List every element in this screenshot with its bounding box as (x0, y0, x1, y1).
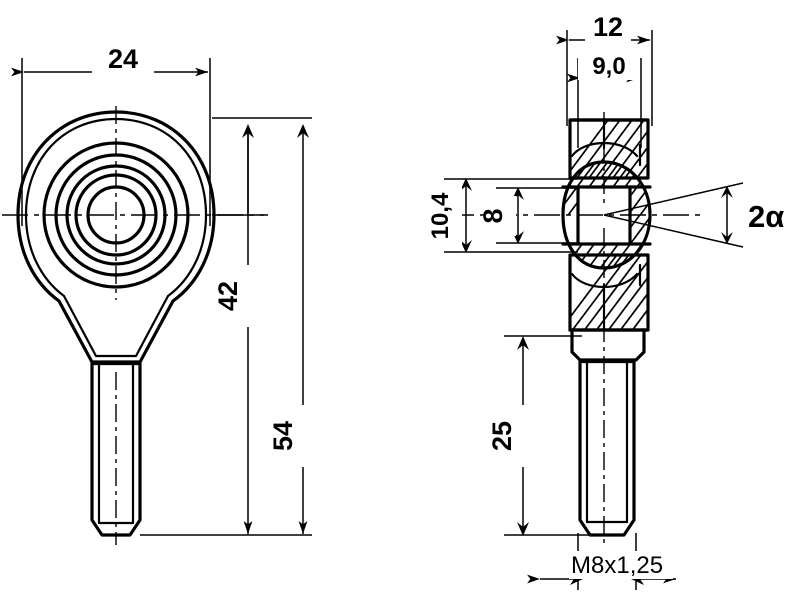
dimension-54: 54 (212, 117, 312, 534)
dim-text-bg-24 (92, 44, 154, 74)
dim-label-104: 10,4 (427, 192, 454, 239)
dimension-24: 24 (11, 44, 211, 226)
dimension-90: 9,0 (567, 52, 642, 148)
dim-label-54: 54 (268, 421, 298, 451)
dimension-8: 8 (478, 187, 580, 244)
dim-label-8: 8 (478, 208, 508, 223)
dim-label-12: 12 (593, 12, 623, 42)
dim-text-bg-25 (496, 405, 526, 467)
angle-line-upper (603, 182, 744, 216)
side-shank-outline (578, 358, 636, 537)
side-section-view: 2α 12 9,0 10,4 (427, 12, 784, 590)
dim-label-90: 9,0 (592, 53, 625, 80)
dim-text-bg-104 (434, 182, 462, 250)
dim-text-bg-8 (488, 196, 516, 236)
front-view: 24 42 54 (2, 44, 312, 545)
dim-text-bg-12 (585, 12, 631, 42)
arrowhead-104-top (460, 178, 472, 191)
hatch-lower-housing (570, 255, 648, 330)
dim-label-2alpha: 2α (748, 199, 784, 234)
arrowhead-25-bottom (517, 522, 529, 536)
shank-collar (570, 328, 646, 362)
arrowhead-104-bottom (460, 240, 472, 253)
dim-label-25: 25 (487, 421, 517, 451)
arrowhead-42-top (242, 124, 254, 138)
arrowhead-54-top (297, 124, 309, 138)
dim-text-bg-90 (578, 52, 640, 80)
dim-text-bg-42 (222, 265, 252, 327)
swivel-angle-indicator: 2α (603, 182, 784, 248)
spherical-outer-race (561, 160, 652, 270)
dim-text-bg-54 (277, 405, 307, 467)
dim-label-24: 24 (108, 44, 138, 74)
dim-label-thread: M8x1,25 (571, 552, 663, 579)
dim-text-bg-thread (569, 551, 673, 579)
ball-outline (561, 160, 652, 270)
dimension-42: 42 (140, 124, 312, 536)
dimension-12: 12 (556, 12, 653, 126)
dimension-104: 10,4 (427, 178, 578, 253)
collar-outline (570, 328, 646, 362)
dim-label-42: 42 (213, 281, 243, 311)
dimension-25: 25 (487, 335, 590, 536)
head-inner-contour (24, 117, 208, 358)
side-shank (578, 358, 636, 537)
angle-arrow-top (721, 186, 733, 198)
arrowhead-25-top (517, 336, 529, 350)
dimension-thread: M8x1,25 (527, 533, 676, 590)
angle-line-lower (603, 214, 744, 248)
head-outer-contour (16, 110, 216, 364)
angle-arrow-bottom (721, 232, 733, 244)
